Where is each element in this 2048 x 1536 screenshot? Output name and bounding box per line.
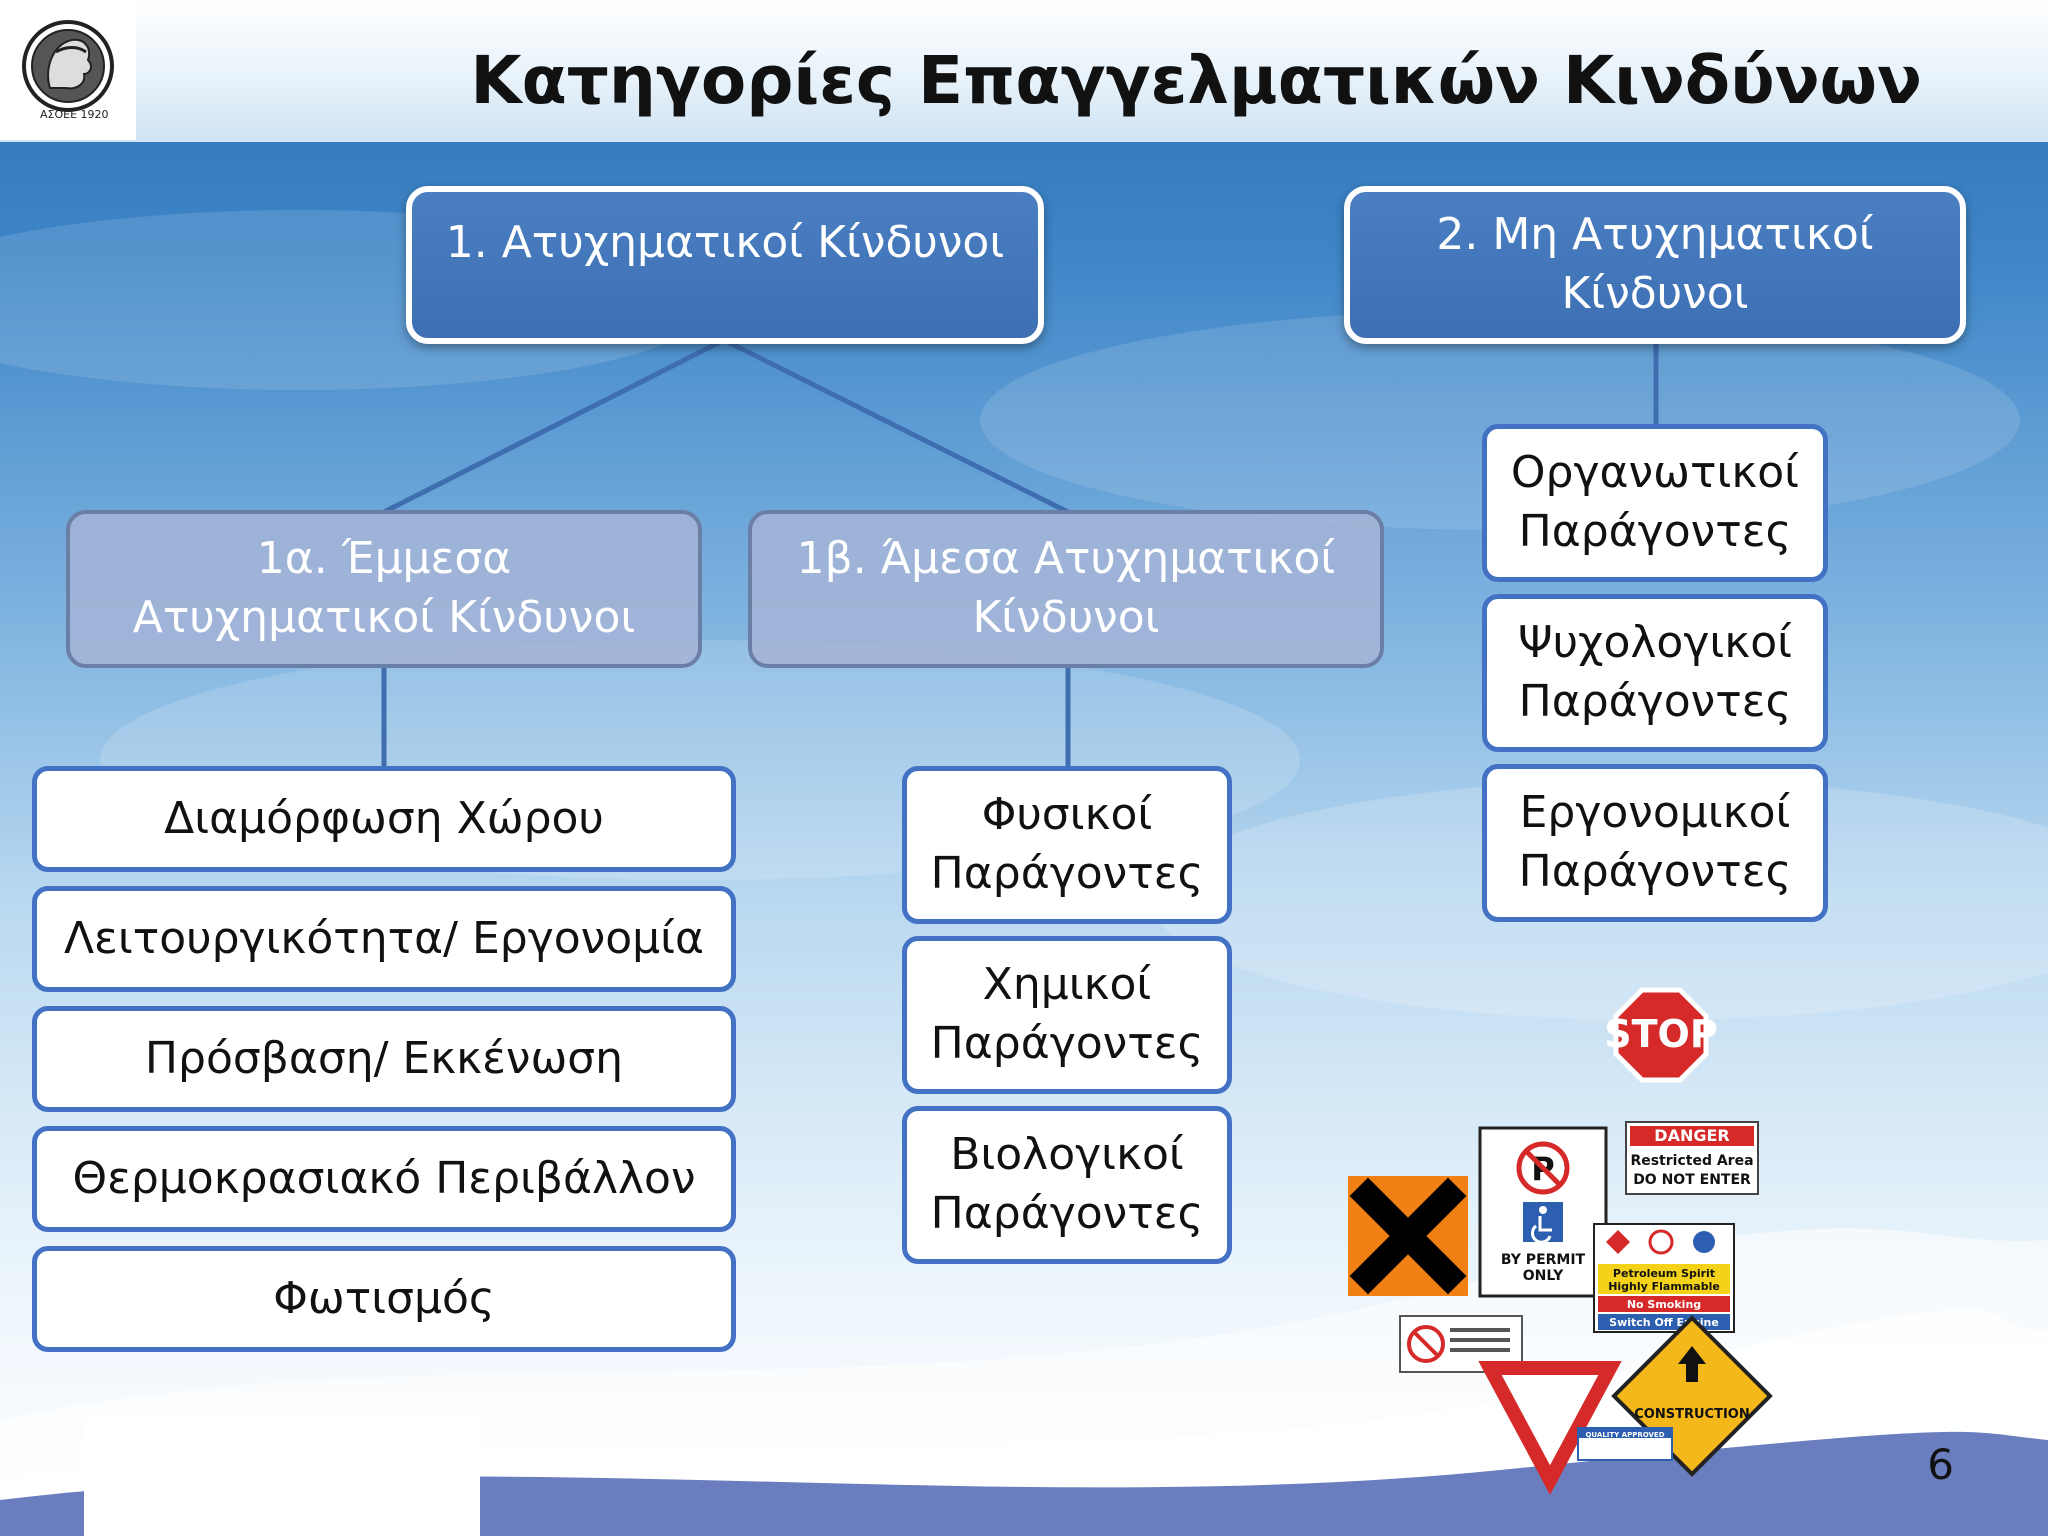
list-item: Φωτισμός — [32, 1246, 736, 1352]
list-item: Φυσικοί Παράγοντες — [902, 766, 1232, 924]
list-item-label: Διαμόρφωση Χώρου — [164, 792, 604, 844]
list-item-label: Βιολογικοί Παράγοντες — [930, 1129, 1204, 1239]
subcategory-label: 1β. Άμεσα Ατυχηματικοί Κίνδυνοι — [796, 533, 1336, 643]
quality-text: QUALITY APPROVED — [1585, 1431, 1664, 1439]
petroleum-text: Petroleum Spirit — [1613, 1267, 1715, 1280]
list-item: Λειτουργικότητα/ Εργονομία — [32, 886, 736, 992]
stop-sign-text: STOP — [1604, 1012, 1717, 1056]
list-item-label: Ψυχολογικοί Παράγοντες — [1517, 617, 1793, 727]
subcategory-label: 1α. Έμμεσα Ατυχηματικοί Κίνδυνοι — [132, 533, 636, 643]
list-item-label: Θερμοκρασιακό Περιβάλλον — [72, 1152, 696, 1204]
list-item: Βιολογικοί Παράγοντες — [902, 1106, 1232, 1264]
permit-text: ONLY — [1523, 1268, 1564, 1284]
list-item-label: Λειτουργικότητα/ Εργονομία — [63, 912, 705, 964]
list-item: Εργονομικοί Παράγοντες — [1482, 764, 1828, 922]
title-band — [0, 0, 2048, 142]
logo: ΑΣΟΕΕ 1920 — [0, 0, 136, 140]
stop-sign-icon — [1613, 987, 1709, 1083]
list-item-label: Φωτισμός — [273, 1272, 495, 1324]
no-smoking-text: No Smoking — [1627, 1298, 1701, 1311]
greek-head-medallion-icon: ΑΣΟΕΕ 1920 — [22, 20, 114, 121]
list-item-label: Χημικοί Παράγοντες — [930, 959, 1204, 1069]
list-item: Οργανωτικοί Παράγοντες — [1482, 424, 1828, 582]
slide-title: Κατηγορίες Επαγγελματικών Κινδύνων — [470, 42, 1922, 119]
permit-text: BY PERMIT — [1501, 1252, 1586, 1268]
category-label: 2. Μη Ατυχηματικοί Κίνδυνοι — [1436, 209, 1874, 319]
category-box-non-accidental: 2. Μη Ατυχηματικοί Κίνδυνοι — [1344, 186, 1966, 344]
list-item: Θερμοκρασιακό Περιβάλλον — [32, 1126, 736, 1232]
connector-line — [722, 337, 1070, 515]
list-item: Ψυχολογικοί Παράγοντες — [1482, 594, 1828, 752]
blank-panel — [84, 1418, 480, 1536]
safety-signs-illustration: STOP DANGER Restricted Area DO NOT ENTER… — [1348, 987, 1773, 1495]
svg-text:ΑΣΟΕΕ 1920: ΑΣΟΕΕ 1920 — [40, 108, 109, 121]
list-item-label: Φυσικοί Παράγοντες — [930, 789, 1204, 899]
list-item: Διαμόρφωση Χώρου — [32, 766, 736, 872]
list-item: Χημικοί Παράγοντες — [902, 936, 1232, 1094]
connector-line — [382, 337, 726, 515]
subcategory-box-direct: 1β. Άμεσα Ατυχηματικοί Κίνδυνοι — [748, 510, 1384, 668]
danger-sign-text: DANGER — [1654, 1126, 1729, 1145]
list-item-label: Πρόσβαση/ Εκκένωση — [144, 1032, 624, 1084]
subcategory-box-indirect: 1α. Έμμεσα Ατυχηματικοί Κίνδυνοι — [66, 510, 702, 668]
yield-sign-icon — [1478, 1361, 1622, 1495]
list-item-label: Εργονομικοί Παράγοντες — [1518, 787, 1792, 897]
category-label: 1. Ατυχηματικοί Κίνδυνοι — [445, 217, 1005, 268]
category-box-accidental: 1. Ατυχηματικοί Κίνδυνοι — [406, 186, 1044, 344]
construction-text: CONSTRUCTION — [1634, 1407, 1749, 1422]
restricted-text: DO NOT ENTER — [1633, 1172, 1751, 1188]
list-item: Πρόσβαση/ Εκκένωση — [32, 1006, 736, 1112]
restricted-text: Restricted Area — [1630, 1153, 1753, 1169]
petroleum-text: Highly Flammable — [1608, 1280, 1720, 1293]
list-item-label: Οργανωτικοί Παράγοντες — [1510, 447, 1800, 557]
page-number: 6 — [1927, 1440, 1954, 1489]
